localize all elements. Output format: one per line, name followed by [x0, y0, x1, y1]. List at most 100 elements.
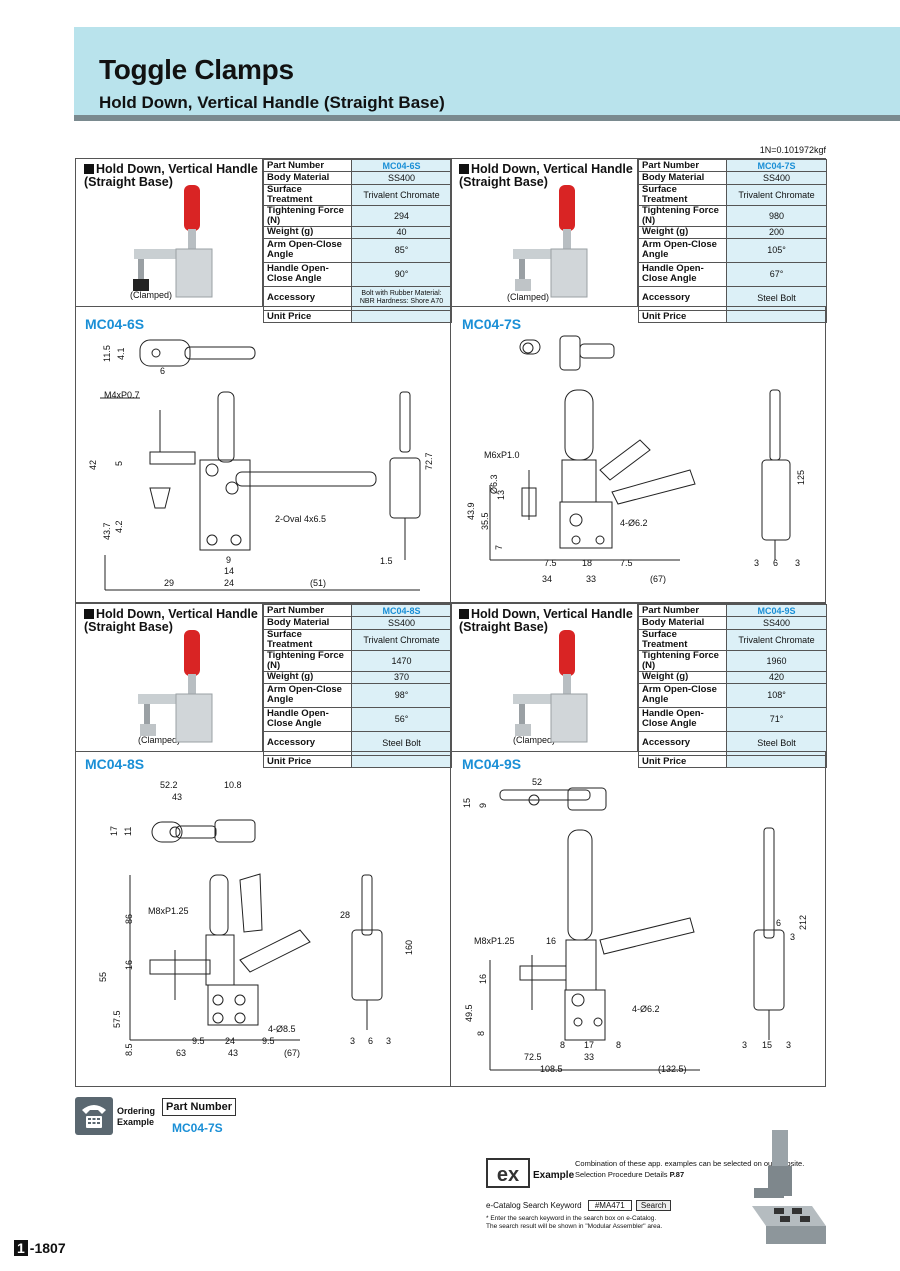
example-description: Combination of these app. examples can b…: [575, 1159, 805, 1179]
clamp-photo: [133, 185, 213, 298]
spec-value-arm: 108°: [726, 682, 827, 708]
product-title: Hold Down, Vertical Handle (Straight Bas…: [84, 163, 264, 189]
product-title: Hold Down, Vertical Handle (Straight Bas…: [459, 163, 639, 189]
spec-value-price: [726, 754, 827, 769]
spec-row: Unit Price: [263, 754, 452, 769]
product-title: Hold Down, Vertical Handle (Straight Bas…: [459, 608, 639, 634]
product-photo-cell: Hold Down, Vertical Handle (Straight Bas…: [451, 159, 638, 306]
spec-value-material: SS400: [726, 171, 827, 185]
spec-label: Surface Treatment: [638, 628, 727, 651]
spec-row: Tightening Force (N)294: [263, 204, 452, 227]
spec-label: Tightening Force (N): [638, 649, 727, 672]
search-button[interactable]: Search: [635, 1200, 672, 1211]
product-photo-cell: Hold Down, Vertical Handle (Straight Bas…: [76, 604, 263, 751]
spec-label: Surface Treatment: [263, 183, 352, 206]
part-number-example: MC04-7S: [172, 1121, 223, 1135]
drawing-label-mc04-8s: MC04-8S: [85, 756, 145, 772]
spec-value-material: SS400: [726, 616, 827, 630]
spec-label: Body Material: [263, 171, 352, 185]
clamp-photo: [138, 630, 213, 743]
page-number: 1-1807: [14, 1240, 66, 1256]
product-spec-block: Hold Down, Vertical Handle (Straight Bas…: [450, 603, 827, 769]
spec-value-handle: 90°: [351, 261, 452, 287]
spec-value-surface: Trivalent Chromate: [351, 628, 452, 651]
spec-value-pn: MC04-6S: [351, 158, 452, 173]
spec-value-price: [726, 309, 827, 324]
clamp-photo: [513, 630, 588, 743]
spec-value-price: [351, 309, 452, 324]
spec-value-force: 1960: [726, 649, 827, 672]
assembly-image: [752, 1130, 826, 1244]
spec-value-pn: MC04-8S: [351, 603, 452, 618]
spec-value-pn: MC04-9S: [726, 603, 827, 618]
spec-label: Unit Price: [638, 754, 727, 769]
page-title: Toggle Clamps: [99, 54, 294, 85]
spec-label: Part Number: [638, 158, 727, 173]
divider: [450, 306, 451, 603]
spec-value-price: [351, 754, 452, 769]
drawing-label-mc04-7s: MC04-7S: [462, 316, 522, 332]
keyword-box[interactable]: #MA471: [587, 1200, 632, 1211]
spec-row: Unit Price: [638, 754, 827, 769]
spec-label: Handle Open-Close Angle: [263, 706, 352, 732]
spec-label: Body Material: [263, 616, 352, 630]
divider: [450, 751, 451, 1087]
spec-row: Weight (g)40: [263, 225, 452, 239]
spec-value-force: 1470: [351, 649, 452, 672]
spec-label: Body Material: [638, 616, 727, 630]
search-keyword-line: e-Catalog Search Keyword #MA471 Search: [486, 1200, 672, 1211]
spec-row: Tightening Force (N)1470: [263, 649, 452, 672]
product-photo-cell: Hold Down, Vertical Handle (Straight Bas…: [451, 604, 638, 751]
clamped-caption: (Clamped): [138, 735, 181, 745]
spec-label: Weight (g): [263, 225, 352, 239]
clamp-photo: [513, 185, 588, 298]
drawing-label-mc04-9s: MC04-9S: [462, 756, 522, 772]
clamped-caption: (Clamped): [507, 292, 550, 302]
spec-label: Weight (g): [638, 670, 727, 684]
spec-value-surface: Trivalent Chromate: [351, 183, 452, 206]
ex-logo-icon: ex: [486, 1158, 530, 1188]
clamped-caption: (Clamped): [513, 735, 556, 745]
spec-label: Arm Open-Close Angle: [638, 682, 727, 708]
spec-value-arm: 98°: [351, 682, 452, 708]
square-bullet-icon: [84, 164, 94, 174]
spec-label: Arm Open-Close Angle: [638, 237, 727, 263]
square-bullet-icon: [84, 609, 94, 619]
product-spec-block: Hold Down, Vertical Handle (Straight Bas…: [75, 603, 452, 769]
spec-value-arm: 85°: [351, 237, 452, 263]
spec-value-surface: Trivalent Chromate: [726, 628, 827, 651]
product-spec-block: Hold Down, Vertical Handle (Straight Bas…: [75, 158, 452, 324]
svg-text:ex: ex: [497, 1164, 519, 1186]
product-title-text: Hold Down, Vertical Handle (Straight Bas…: [459, 607, 633, 634]
spec-value-surface: Trivalent Chromate: [726, 183, 827, 206]
square-bullet-icon: [459, 609, 469, 619]
spec-value-weight: 420: [726, 670, 827, 684]
spec-label: Unit Price: [263, 309, 352, 324]
product-spec-block: Hold Down, Vertical Handle (Straight Bas…: [450, 158, 827, 324]
spec-label: Arm Open-Close Angle: [263, 682, 352, 708]
spec-row: Tightening Force (N)980: [638, 204, 827, 227]
spec-row: Unit Price: [638, 309, 827, 324]
spec-label: Tightening Force (N): [263, 204, 352, 227]
search-note: * Enter the search keyword in the search…: [486, 1215, 663, 1230]
spec-label: Body Material: [638, 171, 727, 185]
spec-label: Part Number: [638, 603, 727, 618]
spec-row: Tightening Force (N)1960: [638, 649, 827, 672]
spec-label: Handle Open-Close Angle: [638, 261, 727, 287]
product-title-text: Hold Down, Vertical Handle (Straight Bas…: [84, 162, 258, 189]
spec-value-weight: 200: [726, 225, 827, 239]
